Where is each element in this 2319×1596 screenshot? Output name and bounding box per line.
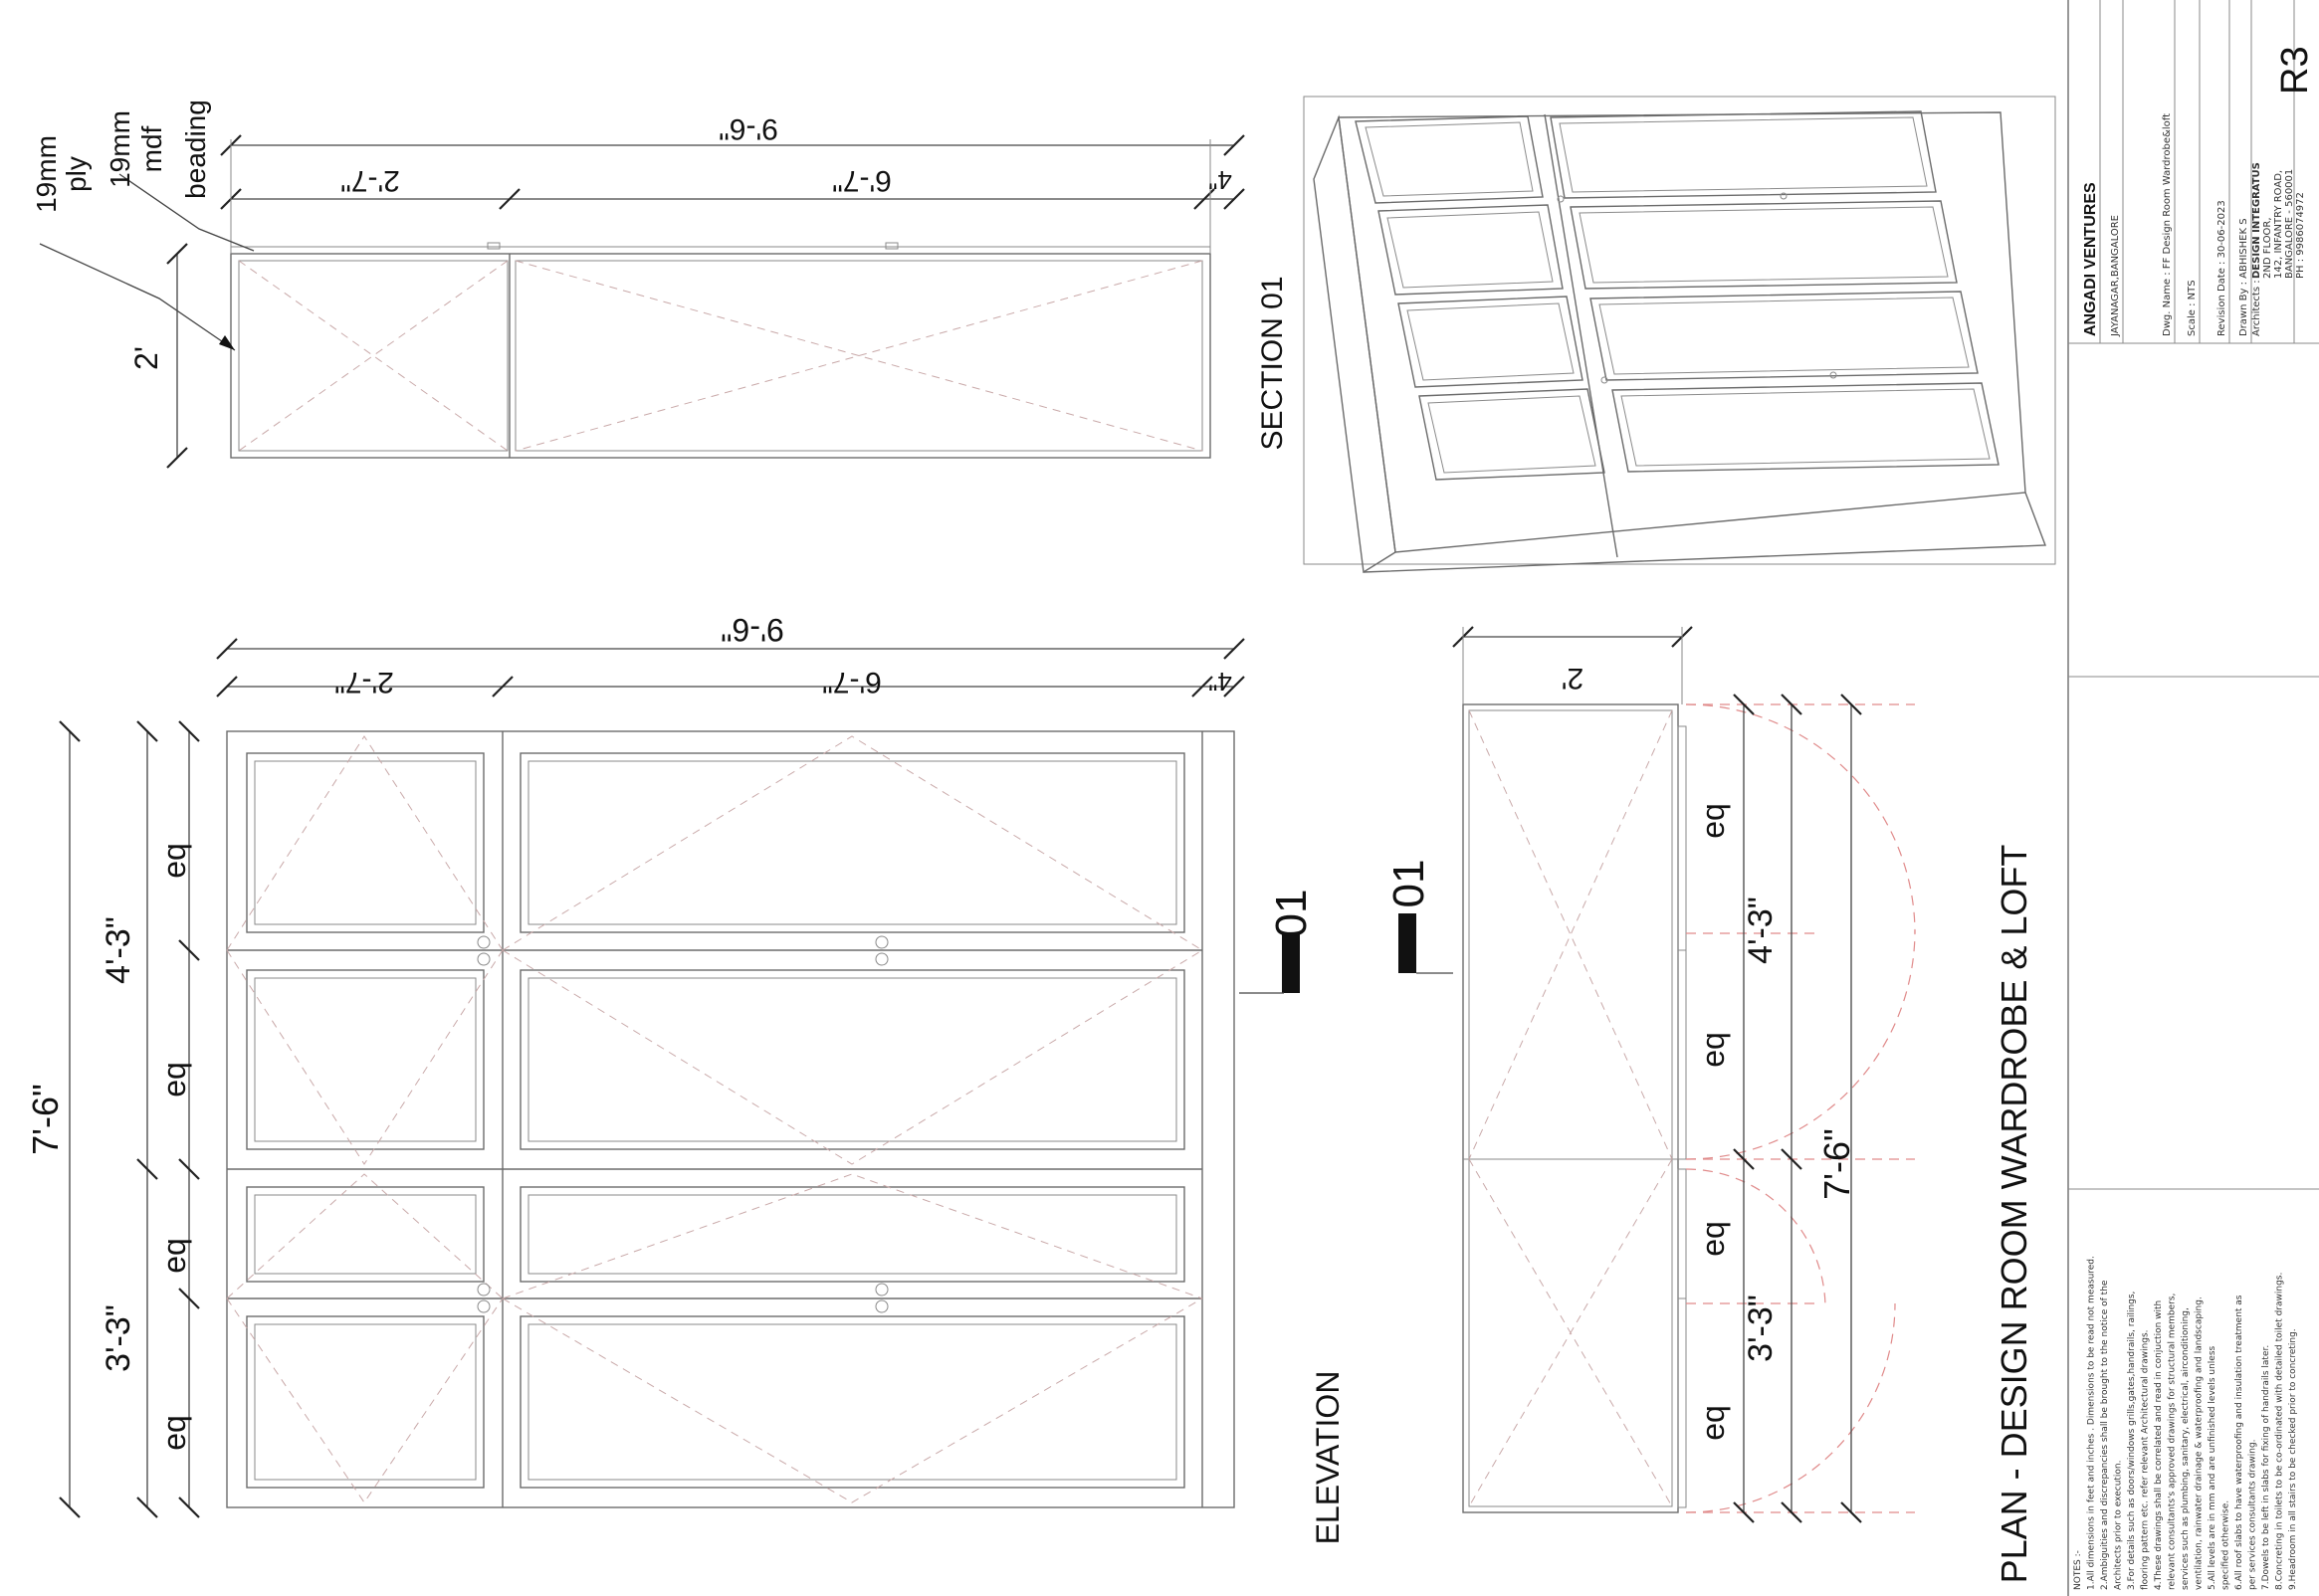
elevation-view	[59, 638, 1245, 1518]
note-line: 9.Headroom in all stairs to be checked p…	[2288, 1328, 2298, 1590]
note-line: 5.All levels are in mm and are unfinishe…	[2208, 1345, 2217, 1590]
architects-address-2: 142, INFANTRY ROAD,	[2273, 170, 2284, 279]
general-notes: NOTES :- 1.All dimensions in feet and inc…	[2073, 1256, 2298, 1590]
plan-depth-label: 2'	[1562, 662, 1583, 695]
ply-label: ply	[61, 156, 92, 192]
ply-thickness-label: 19mm	[31, 135, 62, 213]
plan-title: PLAN - DESIGN ROOM WARDROBE & LOFT	[1994, 845, 2034, 1584]
mdf-label: mdf	[136, 125, 167, 172]
lower-height-label: 3'-3"	[100, 1304, 137, 1372]
eq-label: eq	[1695, 803, 1731, 839]
isometric-view	[1303, 96, 2056, 574]
note-line: 3.For details such as doors/windows gril…	[2127, 1292, 2137, 1590]
drawing-scale: Scale : NTS	[2187, 280, 2198, 336]
section-marker-label: 01	[1267, 890, 1316, 938]
note-line: 4.These drawings shall be correlated and…	[2154, 1300, 2164, 1590]
section-marker-plan	[1398, 913, 1453, 974]
plan-lower-height-label: 3'-3"	[1742, 1295, 1780, 1362]
architects-phone: PH : 9986074972	[2295, 192, 2306, 279]
elevation-title: ELEVATION	[1310, 1371, 1346, 1545]
elevation-edge-width-label: 4"	[1208, 667, 1232, 697]
note-line: relevant consultants's approved drawings…	[2168, 1294, 2178, 1590]
plan-view	[1452, 626, 1916, 1523]
eq-label: eq	[1695, 1032, 1731, 1068]
eq-label: eq	[156, 1415, 192, 1451]
elevation-overall-width-label: 9'-6"	[721, 612, 784, 648]
note-line: flooring pattern etc. refer relevant Arc…	[2141, 1329, 2151, 1590]
note-line: NOTES :-	[2073, 1550, 2083, 1590]
architects-address-3: BANGALORE - 560001	[2284, 169, 2295, 279]
eq-label: eq	[1695, 1405, 1731, 1441]
plan-upper-height-label: 4'-3"	[1742, 897, 1780, 964]
beading-label: beading	[180, 100, 211, 199]
section-left-width-label: 2'-7"	[340, 164, 400, 197]
section-01-view	[39, 134, 1245, 469]
section-overall-width-label: 9'-6"	[719, 112, 778, 145]
overall-height-label: 7'-6"	[25, 1084, 66, 1155]
mdf-thickness-label: 19mm	[105, 110, 135, 188]
note-line: services such as plumbing, sanitary, ele…	[2181, 1307, 2191, 1590]
architects-label: Architects :	[2251, 280, 2262, 336]
section-depth-label: 2'	[128, 346, 164, 370]
upper-height-label: 4'-3"	[100, 916, 137, 984]
eq-label: eq	[156, 843, 192, 879]
section-right-width-label: 6'-7"	[832, 164, 892, 197]
note-line: 1.All dimensions in feet and inches . Di…	[2087, 1256, 2097, 1590]
company-name: ANGADI VENTURES	[2082, 182, 2099, 336]
drawing-name: Dwg. Name : FF Design Room Wardrobe&loft	[2162, 113, 2173, 336]
elevation-left-width-label: 2'-7"	[334, 666, 394, 698]
eq-label: eq	[1695, 1221, 1731, 1257]
note-line: ventilation, rainwater drainage & waterp…	[2195, 1297, 2205, 1590]
architects-address-1: 2ND FLOOR,	[2262, 217, 2273, 279]
revision-number: R3	[2274, 46, 2316, 95]
revision-date: Revision Date : 30-06-2023	[2216, 200, 2227, 336]
plan-overall-height-label: 7'-6"	[1816, 1128, 1857, 1200]
note-line: 7.Dowels to be left in slabs for fixing …	[2261, 1345, 2271, 1590]
drawn-by: Drawn By : ABHISHEK S	[2238, 218, 2249, 336]
section-title: SECTION 01	[1256, 276, 1289, 450]
architects-name: DESIGN INTEGRATUS	[2251, 162, 2262, 279]
eq-label: eq	[156, 1062, 192, 1097]
section-edge-width-label: 4"	[1208, 165, 1232, 195]
note-line: specified otherwise.	[2221, 1500, 2231, 1590]
note-line: 6.All roof slabs to have waterproofing a…	[2234, 1295, 2244, 1590]
title-block	[2067, 0, 2319, 1596]
note-line: 2.Ambiguities and discrepancies shall be…	[2100, 1280, 2110, 1590]
section-marker-label: 01	[1384, 860, 1433, 908]
note-line: 8.Concreting in toilets to be co-ordinat…	[2275, 1273, 2285, 1590]
elevation-right-width-label: 6'-7"	[822, 666, 882, 698]
project-location: JAYANAGAR,BANGALORE	[2110, 215, 2121, 337]
eq-label: eq	[156, 1238, 192, 1274]
section-marker-elevation	[1239, 933, 1300, 994]
note-line: Architects prior to execution.	[2114, 1461, 2124, 1591]
note-line: per services consultants drawing.	[2248, 1439, 2258, 1590]
